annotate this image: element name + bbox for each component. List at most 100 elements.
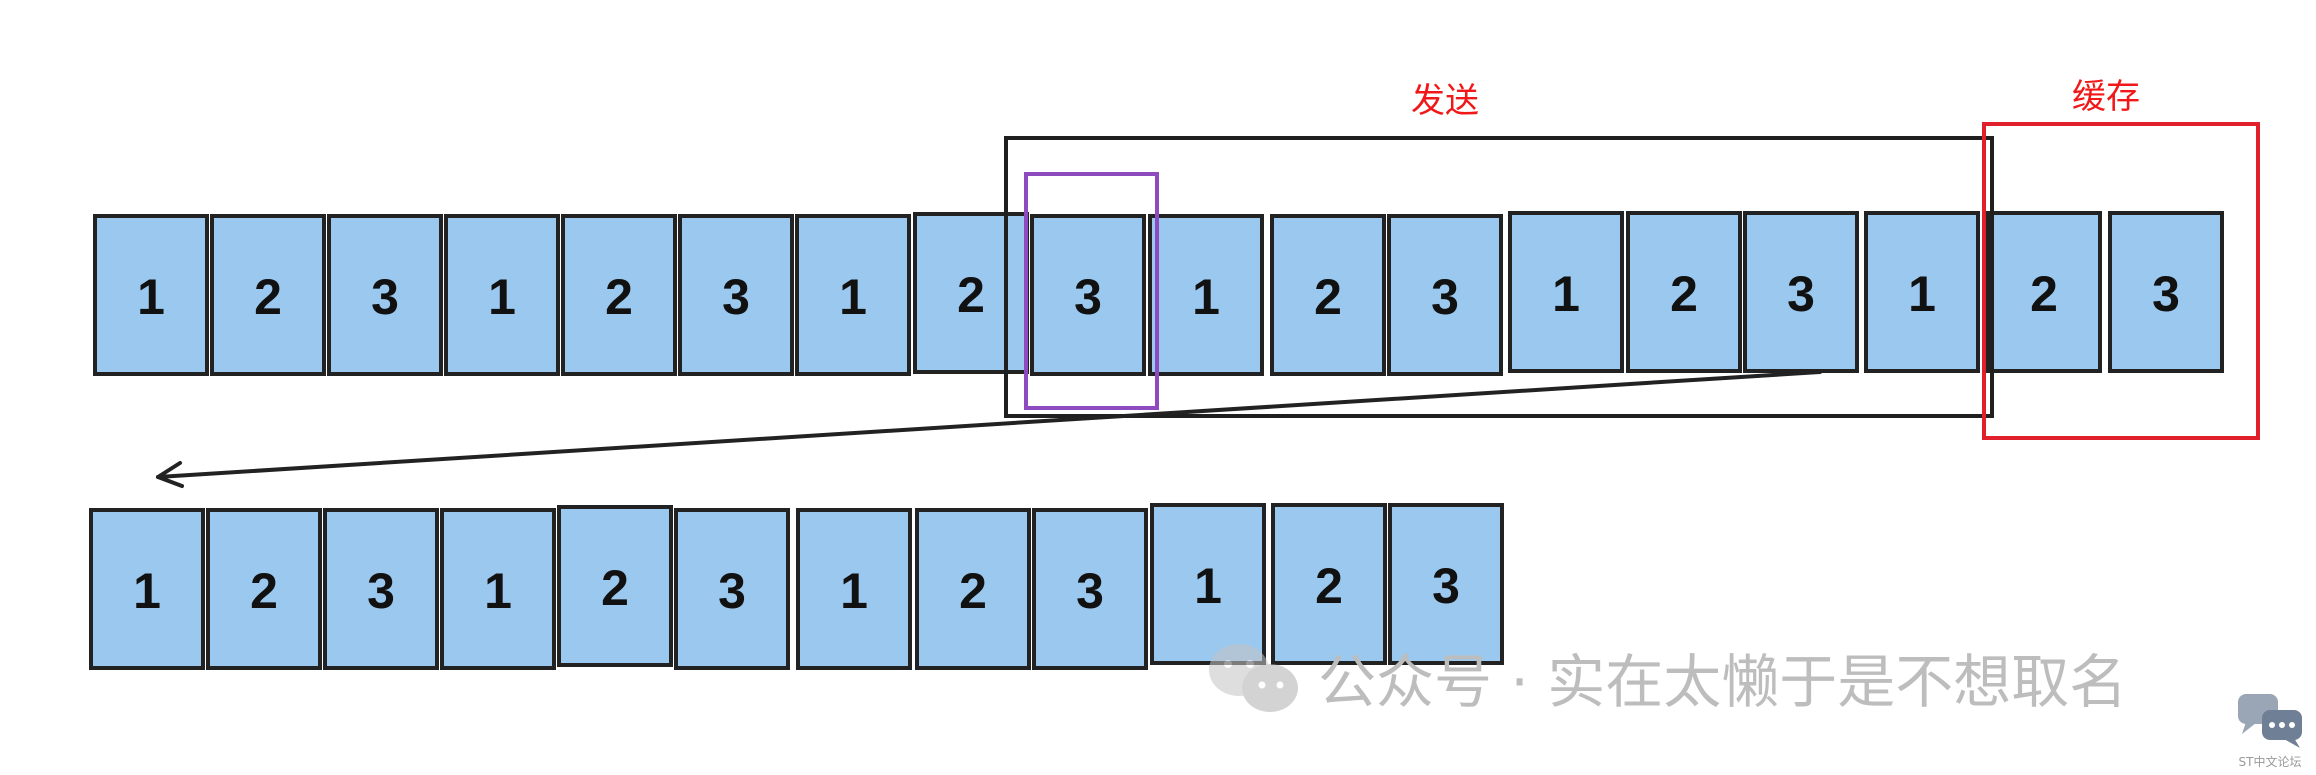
bottom-row-cell: 2 — [206, 508, 322, 670]
cache-label: 缓存 — [2072, 77, 2140, 117]
cache-frame — [1982, 122, 2260, 440]
bottom-row-cell-box — [796, 508, 912, 670]
bottom-row-cell-number: 1 — [484, 563, 512, 619]
top-row-cell-number: 2 — [605, 269, 633, 325]
bottom-row-cell-number: 3 — [367, 563, 395, 619]
top-row-cell: 2 — [210, 214, 326, 376]
top-row-cell: 3 — [1743, 211, 1859, 373]
bottom-row-cell: 1 — [89, 508, 205, 670]
top-row-cell: 1 — [1148, 214, 1264, 376]
top-row-cell-number: 1 — [137, 269, 165, 325]
forum-name: ST中文论坛 — [2239, 754, 2302, 769]
top-row-cell-number: 1 — [1552, 266, 1580, 322]
top-row-cell-box — [93, 214, 209, 376]
bottom-row-cell: 2 — [915, 508, 1031, 670]
top-row-cell-box — [561, 214, 677, 376]
watermark-text: 公众号 · 实在太懒于是不想取名 — [1318, 648, 2127, 716]
bottom-row-cell: 1 — [440, 508, 556, 670]
top-row-cell: 3 — [678, 214, 794, 376]
top-row-cell-number: 3 — [1431, 269, 1459, 325]
bottom-row-cell-number: 1 — [133, 563, 161, 619]
bottom-row-cell-box — [323, 508, 439, 670]
top-row-cell: 2 — [1270, 214, 1386, 376]
wechat-logo-icon — [1209, 644, 1298, 712]
top-row-cell-box — [1864, 211, 1980, 373]
bottom-row-cell-number: 3 — [1432, 558, 1460, 614]
top-row-cell: 2 — [561, 214, 677, 376]
top-row-cell: 3 — [2108, 211, 2224, 373]
top-row-cell-number: 2 — [2030, 266, 2058, 322]
bottom-row-cell-number: 1 — [840, 563, 868, 619]
top-row-cells: 1 2 3 1 2 3 1 2 3 1 2 3 1 2 3 1 2 3 — [93, 211, 2224, 376]
top-row-cell-number: 1 — [1908, 266, 1936, 322]
top-row-cell-box — [1270, 214, 1386, 376]
bottom-row-cell-box — [89, 508, 205, 670]
bottom-row-cell: 3 — [1388, 503, 1504, 665]
top-row-cell: 1 — [795, 214, 911, 376]
top-row-cell-number: 1 — [839, 269, 867, 325]
top-row-cell-box — [1030, 214, 1146, 376]
top-row-cell-number: 3 — [1787, 266, 1815, 322]
bottom-row-cell: 3 — [1032, 508, 1148, 670]
top-row-cell-box — [2108, 211, 2224, 373]
top-row-cell: 1 — [1508, 211, 1624, 373]
top-row-cell-box — [210, 214, 326, 376]
top-row-cell: 1 — [1864, 211, 1980, 373]
top-row-cell-box — [444, 214, 560, 376]
top-row-cell-number: 3 — [371, 269, 399, 325]
top-row-cell: 2 — [1626, 211, 1742, 373]
bottom-row-cell-number: 2 — [959, 563, 987, 619]
top-row-cell-number: 2 — [1670, 266, 1698, 322]
bottom-row-cell: 1 — [796, 508, 912, 670]
top-row-cell-box — [1387, 214, 1503, 376]
bottom-row-cell-number: 2 — [601, 560, 629, 616]
top-row-cell-number: 3 — [2152, 266, 2180, 322]
bottom-row-cell: 2 — [1271, 503, 1387, 665]
top-row-cell-number: 3 — [1074, 269, 1102, 325]
top-row-cell-number: 3 — [722, 269, 750, 325]
bottom-row-cell-box — [440, 508, 556, 670]
bottom-row-cell-number: 1 — [1194, 558, 1222, 614]
top-row-cell-box — [1986, 211, 2102, 373]
bottom-row-cell-box — [915, 508, 1031, 670]
bottom-row-cell-box — [674, 508, 790, 670]
top-row-cell-box — [913, 212, 1029, 374]
top-row-cell-box — [327, 214, 443, 376]
forum-chat-icon — [2238, 694, 2302, 748]
top-row-cell-number: 2 — [1314, 269, 1342, 325]
bottom-row-cell-box — [1150, 503, 1266, 665]
top-row-cell-number: 2 — [957, 267, 985, 323]
bottom-row-cell: 2 — [557, 505, 673, 667]
top-row-cell: 2 — [913, 212, 1029, 374]
bottom-row-cell: 3 — [674, 508, 790, 670]
top-row-cell: 1 — [93, 214, 209, 376]
top-row-cell-number: 2 — [254, 269, 282, 325]
bottom-row-cell: 1 — [1150, 503, 1266, 665]
bottom-row-cell-box — [206, 508, 322, 670]
top-row-cell-box — [678, 214, 794, 376]
bottom-row-cell-number: 2 — [1315, 558, 1343, 614]
top-row-cell: 3 — [327, 214, 443, 376]
top-row-cell-box — [1743, 211, 1859, 373]
bottom-row-cell-number: 2 — [250, 563, 278, 619]
highlighted-cell-frame — [1024, 172, 1159, 410]
top-row-cell: 3 — [1030, 214, 1146, 376]
transfer-arrow — [156, 370, 1822, 488]
top-row-cell-number: 1 — [488, 269, 516, 325]
bottom-row-cell: 3 — [323, 508, 439, 670]
send-window-frame — [1004, 136, 1994, 418]
top-row-cell: 3 — [1387, 214, 1503, 376]
bottom-row-cell-box — [1032, 508, 1148, 670]
bottom-row-cell-box — [1271, 503, 1387, 665]
bottom-row-cell-number: 3 — [718, 563, 746, 619]
top-row-cell: 1 — [444, 214, 560, 376]
top-row-cell-box — [1508, 211, 1624, 373]
top-row-cell-box — [1626, 211, 1742, 373]
top-row-cell-box — [1148, 214, 1264, 376]
top-row-cell-number: 1 — [1192, 269, 1220, 325]
send-label: 发送 — [1411, 81, 1479, 121]
top-row-cell-box — [795, 214, 911, 376]
bottom-row-cell-box — [1388, 503, 1504, 665]
